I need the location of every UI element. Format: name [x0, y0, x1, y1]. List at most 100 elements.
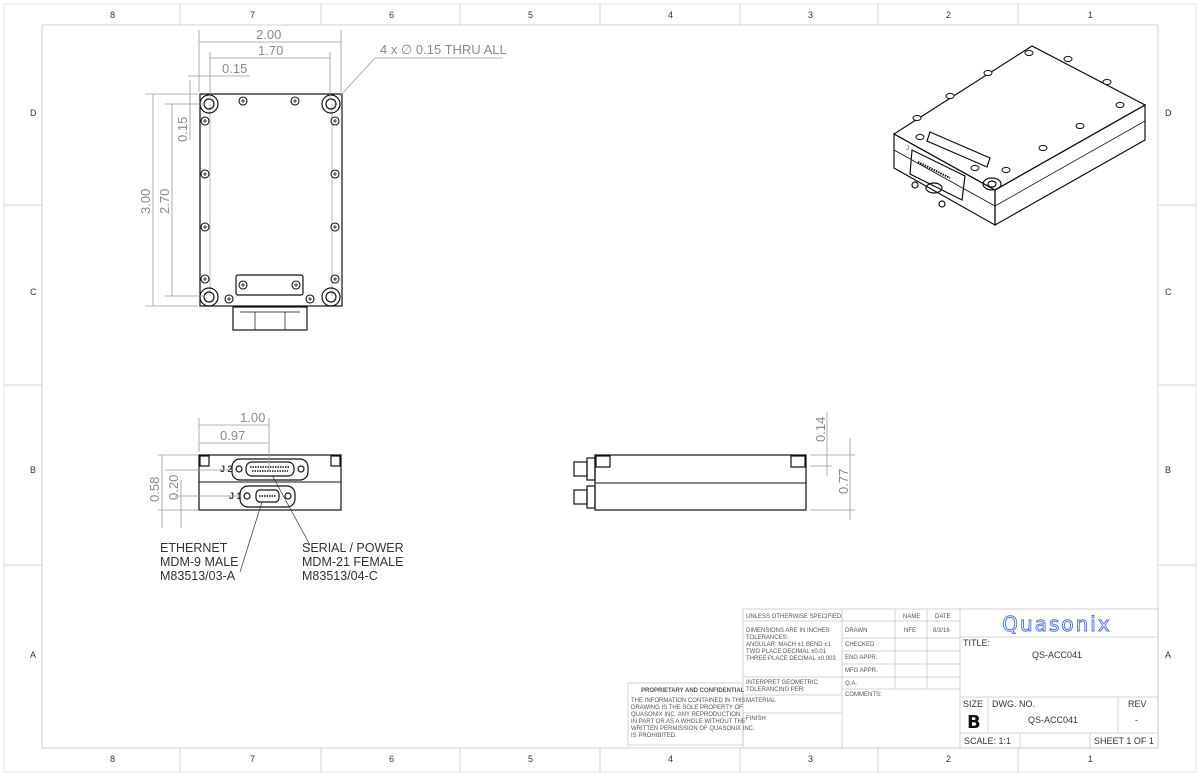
screw-icon: [290, 96, 300, 106]
zone-col-6: 6: [389, 10, 394, 20]
screw-icon: [1075, 122, 1085, 130]
material-label: MATERIAL: [746, 698, 776, 704]
screw-icon: [238, 280, 248, 290]
mounting-hole: [321, 94, 341, 114]
row-eng-role: ENG APPR.: [845, 655, 878, 661]
dwg-no-value: QS-ACC041: [1028, 715, 1078, 725]
col-date: DATE: [935, 614, 951, 620]
zone-col-7-bottom: 7: [250, 754, 255, 764]
screw-icon: [200, 116, 210, 126]
zone-col-4: 4: [668, 10, 673, 20]
dim-flange: 0.14: [813, 417, 828, 442]
top-view: 2.00 1.70 0.15 3.00 2.70 0.15 4 x ∅ 0.15…: [138, 27, 507, 331]
proprietary-title: PROPRIETARY AND CONFIDENTIAL: [641, 688, 745, 694]
size-label: SIZE: [963, 699, 983, 709]
zone-col-3: 3: [808, 10, 813, 20]
dim-side-height: 0.77: [836, 469, 851, 494]
unless-specified: UNLESS OTHERWISE SPECIFIED:: [746, 614, 843, 620]
tolerance-line4: TWO PLACE DECIMAL ±0.01: [746, 649, 827, 655]
screw-icon: [983, 69, 993, 77]
screw-icon: [1001, 166, 1011, 174]
screw-icon: [238, 96, 248, 106]
serial-note-line1: SERIAL / POWER: [302, 541, 404, 555]
ethernet-note-line2: MDM-9 MALE: [160, 555, 238, 569]
tolerance-line1: DIMENSIONS ARE IN INCHES: [746, 628, 830, 634]
screw-icon: [330, 116, 340, 126]
screw-icon: [1102, 78, 1112, 86]
finish-label: FINISH: [746, 716, 766, 722]
screw-icon: [330, 274, 340, 284]
row-drawn-role: DRAWN: [845, 628, 867, 634]
j2-label: J 2: [220, 464, 233, 474]
iso-connectors: [909, 149, 966, 201]
zone-row-c-right: C: [1165, 287, 1172, 297]
dim-hole-span-y: 2.70: [157, 189, 172, 214]
proprietary-line5: WRITTEN PERMISSION OF QUASONIX INC.: [631, 726, 755, 732]
isometric-view: J: [892, 45, 1147, 227]
dim-j1-height: 0.20: [166, 475, 181, 500]
title-block: UNLESS OTHERWISE SPECIFIED: DIMENSIONS A…: [627, 608, 1159, 749]
side-view: 0.14 0.77: [573, 412, 855, 520]
dim-hole-span-x: 1.70: [258, 43, 283, 58]
ethernet-note-line1: ETHERNET: [160, 541, 228, 555]
ethernet-note-line3: M83513/03-A: [160, 569, 236, 583]
sheet-label: SHEET 1 OF 1: [1094, 736, 1154, 746]
rev-label: REV: [1128, 699, 1147, 709]
screw-icon: [915, 133, 925, 141]
zone-row-b-right: B: [1165, 465, 1171, 475]
tolerance-line3: ANGULAR: MACH ±1 BEND ±1: [746, 642, 832, 648]
title-label: TITLE:: [963, 638, 990, 648]
row-qa-role: Q.A.: [845, 681, 857, 687]
proprietary-line4: IN PART OR AS A WHOLE WITHOUT THE: [631, 719, 746, 725]
top-body-outline: [199, 93, 343, 307]
iso-connector-label: J: [906, 146, 909, 152]
screw-icon: [945, 92, 955, 100]
interpret-line1: INTERPRET GEOMETRIC: [746, 680, 819, 686]
row-drawn-date: 8/3/16: [933, 628, 950, 634]
zone-col-2: 2: [946, 10, 951, 20]
screw-icon: [970, 164, 980, 172]
zone-row-d: D: [30, 108, 37, 118]
zone-labels: 8 7 6 5 4 3 2 1 8 7 6 5 4 3 2 1 D C B A …: [30, 10, 1172, 764]
zone-col-2-bottom: 2: [946, 754, 951, 764]
row-mfg-role: MFG APPR.: [845, 668, 878, 674]
proprietary-line6: IS PROHIBITED.: [631, 733, 677, 739]
mounting-hole: [321, 287, 341, 307]
tolerance-line5: THREE PLACE DECIMAL ±0.003: [746, 656, 836, 662]
zone-col-7: 7: [250, 10, 255, 20]
zone-col-3-bottom: 3: [808, 754, 813, 764]
screw-icon: [200, 222, 210, 232]
side-connector-j2: [573, 461, 588, 477]
proprietary-line1: THE INFORMATION CONTAINED IN THIS: [631, 698, 746, 704]
front-view: J 2 J 1 1.00 0.97 0.58 0.20 ETHERNET MDM…: [147, 410, 404, 583]
j2-connector: [231, 458, 309, 481]
serial-note-line3: M83513/04-C: [302, 569, 378, 583]
interpret-line2: TOLERANCING PER:: [746, 687, 805, 693]
quasonix-logo: Quasonix: [1002, 612, 1111, 636]
zone-row-a: A: [30, 650, 36, 660]
screw-icon: [200, 169, 210, 179]
zone-col-8: 8: [110, 10, 115, 20]
screw-icon: [330, 169, 340, 179]
inner-border: [41, 24, 1159, 749]
iso-label-plate: [926, 131, 991, 168]
hole-callout: 4 x ∅ 0.15 THRU ALL: [380, 42, 507, 57]
top-connector: [232, 306, 308, 331]
screw-icon: [1038, 144, 1048, 152]
zone-row-c: C: [30, 287, 37, 297]
screw-icon: [330, 222, 340, 232]
zone-col-5: 5: [528, 10, 533, 20]
zone-col-8-bottom: 8: [110, 754, 115, 764]
scale-label: SCALE: 1:1: [964, 736, 1011, 746]
screw-icon: [1024, 49, 1034, 57]
zone-col-1: 1: [1088, 10, 1093, 20]
dim-hole-offset-y: 0.15: [175, 117, 190, 142]
screw-icon: [291, 280, 301, 290]
dim-j2-center: 1.00: [240, 410, 265, 425]
rev-value: -: [1135, 715, 1138, 725]
comments-label: COMMENTS:: [845, 692, 882, 698]
proprietary-line2: DRAWING IS THE SOLE PROPERTY OF: [631, 705, 743, 711]
zone-col-4-bottom: 4: [668, 754, 673, 764]
zone-col-1-bottom: 1: [1088, 754, 1093, 764]
